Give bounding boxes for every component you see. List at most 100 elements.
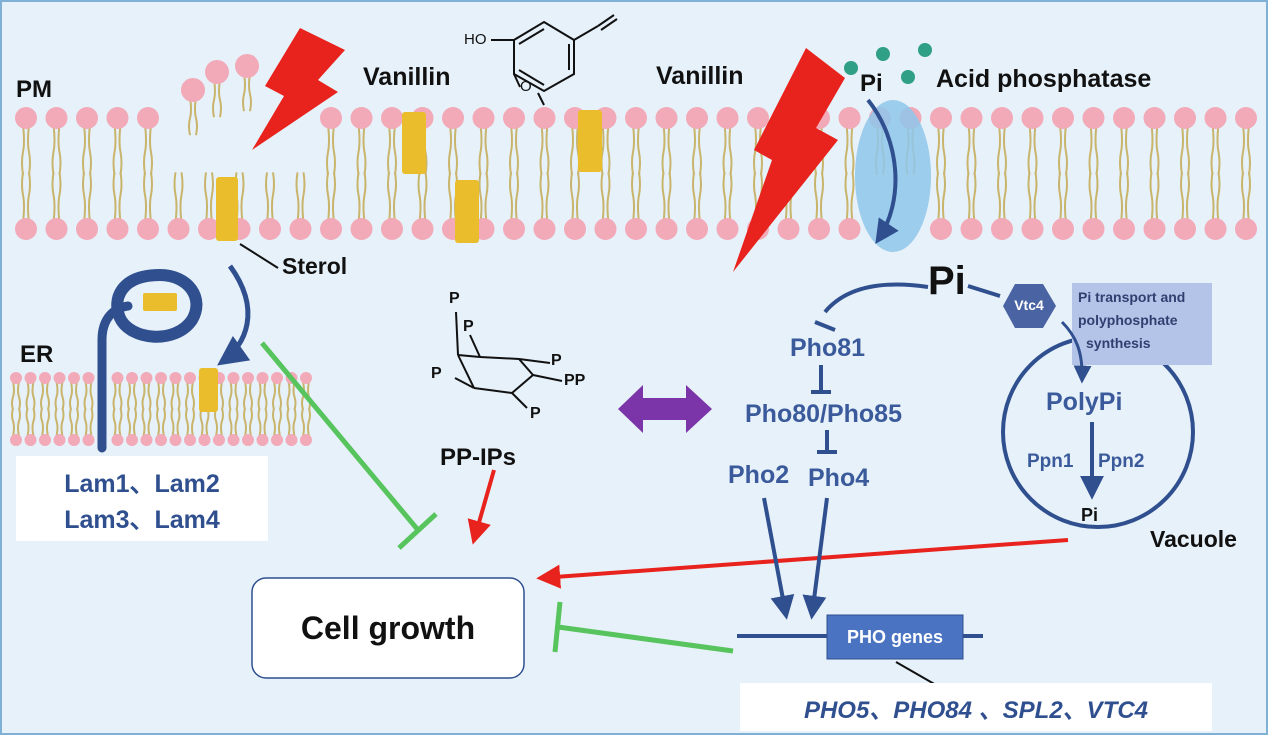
pi-dots bbox=[844, 43, 932, 84]
lipid bbox=[205, 60, 229, 118]
lipid bbox=[991, 107, 1013, 175]
pi-vacuole-label: Pi bbox=[1081, 505, 1099, 525]
lipid bbox=[838, 107, 861, 175]
vacuole-pi-to-growth-arrow bbox=[536, 538, 1069, 589]
lam-box bbox=[16, 456, 268, 541]
ppips-to-growth-arrow bbox=[467, 469, 496, 545]
lipid bbox=[655, 172, 678, 240]
lipid bbox=[1143, 172, 1166, 240]
lipid bbox=[1204, 172, 1227, 240]
lipid bbox=[503, 107, 525, 175]
lipid bbox=[320, 107, 342, 175]
lipid bbox=[930, 172, 952, 240]
lipid bbox=[184, 372, 196, 410]
lipid bbox=[126, 408, 138, 446]
exchange-double-arrow bbox=[618, 385, 712, 433]
lipid bbox=[1204, 107, 1227, 175]
pm-label: PM bbox=[16, 76, 52, 103]
pi-transport-line-1: Pi transport and bbox=[1078, 289, 1186, 305]
molecule-ho-label: HO bbox=[464, 31, 487, 48]
acid-phosphatase-label: Acid phosphatase bbox=[936, 65, 1152, 93]
pho-genes-label: PHO genes bbox=[846, 627, 944, 647]
pi-top-label: Pi bbox=[860, 70, 883, 97]
lipid bbox=[1052, 107, 1074, 175]
sterol-group bbox=[199, 110, 602, 412]
lipid bbox=[285, 408, 298, 446]
lipid bbox=[1113, 172, 1135, 240]
lipid bbox=[350, 107, 373, 175]
disrupted-lipids bbox=[181, 54, 259, 136]
ring-p-1: P bbox=[449, 290, 460, 307]
lipid bbox=[381, 107, 403, 175]
lipid bbox=[106, 107, 129, 175]
lipid bbox=[10, 372, 22, 410]
lipid bbox=[1021, 107, 1044, 175]
lipid bbox=[1113, 107, 1135, 175]
lipid bbox=[300, 408, 312, 446]
sterol-pointer-line bbox=[239, 243, 279, 269]
lipid bbox=[242, 372, 254, 410]
lipid bbox=[169, 408, 182, 446]
lipid bbox=[411, 172, 434, 240]
sterol-label: Sterol bbox=[282, 253, 348, 279]
lipid bbox=[137, 172, 159, 240]
lipid bbox=[472, 107, 495, 175]
sterol-er bbox=[199, 368, 218, 412]
lipid bbox=[594, 172, 617, 240]
lipid bbox=[213, 408, 225, 446]
lipid bbox=[747, 107, 769, 175]
lam-inhibits-growth bbox=[260, 341, 438, 550]
lipid bbox=[10, 408, 22, 446]
pho-inhibits-growth bbox=[552, 601, 734, 654]
lipid bbox=[808, 172, 830, 240]
lipid bbox=[259, 172, 281, 240]
pi-import-arrow bbox=[866, 98, 899, 244]
lipid bbox=[320, 172, 342, 240]
pi-transport-line-2: polyphosphate bbox=[1078, 312, 1178, 328]
lipid bbox=[991, 172, 1013, 240]
lipid bbox=[184, 408, 196, 446]
lipid bbox=[564, 172, 586, 240]
ring-p-2: P bbox=[463, 318, 474, 335]
lipid bbox=[655, 107, 678, 175]
lipid bbox=[82, 408, 95, 446]
lipid bbox=[1235, 172, 1257, 240]
lipid bbox=[15, 172, 37, 240]
ring-p-4: P bbox=[551, 352, 562, 369]
lipid bbox=[181, 78, 205, 136]
vanillin-label-right: Vanillin bbox=[656, 62, 744, 90]
lipid bbox=[198, 172, 220, 240]
lipid bbox=[76, 107, 98, 175]
lipid bbox=[111, 408, 124, 446]
lipid bbox=[960, 107, 983, 175]
ring-p-3: P bbox=[431, 365, 442, 382]
lipid bbox=[227, 372, 240, 410]
pho-genes-box bbox=[826, 614, 964, 660]
pho4-label: Pho4 bbox=[808, 464, 870, 492]
lipid bbox=[53, 408, 66, 446]
lipid bbox=[106, 172, 129, 240]
sterol-pm-2 bbox=[402, 112, 426, 174]
phosphate-transporter bbox=[855, 100, 931, 252]
lipid bbox=[126, 372, 138, 410]
lam-line-1: Lam1、Lam2 bbox=[64, 470, 220, 498]
lipid bbox=[533, 107, 556, 175]
pho2-label: Pho2 bbox=[728, 461, 790, 489]
pp-ips-label: PP-IPs bbox=[440, 444, 517, 471]
lipid bbox=[39, 372, 51, 410]
lipid bbox=[716, 172, 739, 240]
vacuole-label: Vacuole bbox=[1150, 526, 1237, 552]
cell-growth-box bbox=[251, 577, 525, 679]
lipid bbox=[1174, 172, 1196, 240]
lipid bbox=[686, 107, 708, 175]
lipid bbox=[39, 408, 51, 446]
lipid bbox=[960, 172, 983, 240]
lipid bbox=[1143, 107, 1166, 175]
lipid bbox=[533, 172, 556, 240]
lipid bbox=[53, 372, 66, 410]
lipid bbox=[1082, 107, 1105, 175]
ppn1-label: Ppn1 bbox=[1027, 451, 1074, 472]
lipid bbox=[137, 107, 159, 175]
lipid bbox=[271, 408, 283, 446]
lam-line-2: Lam3、Lam4 bbox=[64, 506, 220, 534]
